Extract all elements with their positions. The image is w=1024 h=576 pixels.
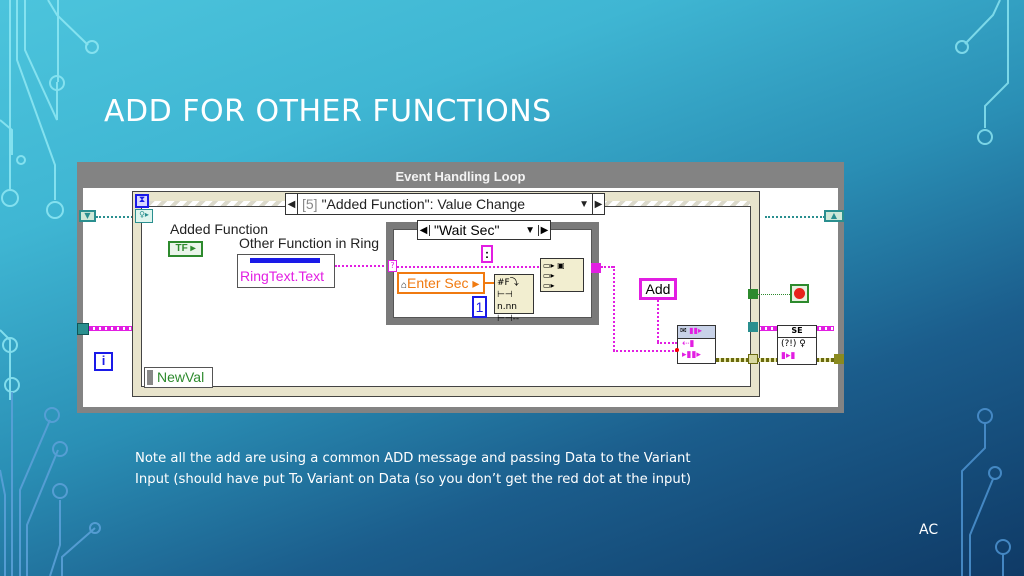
stop-indicator — [794, 288, 805, 299]
note-line-1: Note all the add are using a common ADD … — [135, 451, 691, 466]
constant-one[interactable]: 1 — [472, 296, 487, 318]
home-icon: ⌂ — [401, 280, 408, 291]
ring-label: Other Function in Ring — [239, 235, 380, 251]
error-out-terminal[interactable] — [834, 354, 844, 364]
enter-sec-control[interactable]: ⌂Enter Sec ▸ — [397, 272, 485, 294]
coercion-dot — [675, 348, 679, 352]
block-diagram: Event Handling Loop ▼ ▲ i ⧗ ♀▸ ◀ [5]"Add… — [77, 162, 844, 413]
newval-terminal: NewVal — [144, 367, 213, 388]
separator-constant[interactable]: : — [481, 245, 493, 263]
message-wire-a — [601, 266, 613, 268]
add-wire-h — [657, 342, 677, 344]
iteration-terminal: i — [94, 352, 113, 371]
hourglass-timeout-icon[interactable]: ⧗ — [135, 194, 149, 208]
loop-label: Event Handling Loop — [395, 169, 526, 184]
stop-wire — [758, 294, 790, 295]
stop-button-icon[interactable] — [790, 284, 809, 303]
event-reg-wire-left — [96, 216, 136, 218]
event-reg-wire-right — [765, 216, 825, 218]
ring-progress-bar — [250, 258, 320, 263]
concatenate-strings-icon[interactable]: ▭▸ ▣▭▸▭▸ — [540, 258, 584, 292]
event-selector-label: "Added Function": Value Change — [321, 196, 526, 212]
add-constant[interactable]: Add — [639, 278, 677, 300]
slide-title: ADD FOR OTHER FUNCTIONS — [104, 94, 552, 129]
case-string-wire — [397, 266, 547, 268]
next-event-arrow-icon[interactable]: ▶ — [592, 194, 604, 214]
simple-error-handler-icon[interactable]: SE (?!) ♀▮▸▮ — [777, 325, 817, 365]
event-selector[interactable]: ◀ [5]"Added Function": Value Change ▼ ▶ — [285, 193, 605, 215]
chevron-down-icon[interactable]: ▼ — [579, 198, 589, 210]
enter-sec-wire — [485, 282, 494, 284]
ring-text-wire — [335, 265, 395, 267]
next-case-arrow-icon[interactable]: ▶ — [538, 224, 550, 236]
case-selector-terminal[interactable]: ? — [388, 260, 397, 272]
note-line-2: Input (should have put To Variant on Dat… — [135, 472, 692, 487]
prev-event-arrow-icon[interactable]: ◀ — [286, 194, 298, 214]
shift-register-up-icon[interactable]: ▲ — [824, 210, 844, 222]
ring-property-label: RingText.Text — [240, 268, 325, 284]
boolean-tunnel[interactable] — [748, 289, 758, 299]
event-data-node-icon[interactable]: ♀▸ — [135, 209, 153, 223]
format-string-icon[interactable]: #F⤵⊢⊣ n.nn⊢⊣-- — [494, 274, 534, 324]
footer-initials: AC — [919, 522, 939, 538]
case-output-tunnel[interactable] — [591, 263, 601, 273]
add-wire-v — [657, 300, 659, 342]
enqueue-message-icon[interactable]: ✉ ▮▮▸ ⇠▮▸▮▮▸ — [677, 325, 716, 364]
event-data-handle-icon — [147, 370, 153, 385]
shift-register-down-icon[interactable]: ▼ — [79, 210, 96, 222]
prev-case-arrow-icon[interactable]: ◀ — [418, 224, 430, 236]
shift-register-left-icon[interactable] — [77, 323, 89, 335]
chevron-down-icon[interactable]: ▼ — [525, 224, 535, 236]
message-wire-c — [613, 350, 677, 352]
added-function-label: Added Function — [170, 221, 269, 237]
message-wire-b — [613, 266, 615, 351]
slide-note: Note all the add are using a common ADD … — [135, 448, 815, 490]
case-selector[interactable]: ◀ "Wait Sec" ▼ ▶ — [417, 220, 551, 240]
message-tunnel[interactable] — [748, 322, 758, 332]
error-tunnel[interactable] — [748, 354, 758, 364]
ring-property-node[interactable]: RingText.Text — [237, 254, 335, 288]
added-function-terminal[interactable]: TF ▸ — [168, 241, 203, 257]
